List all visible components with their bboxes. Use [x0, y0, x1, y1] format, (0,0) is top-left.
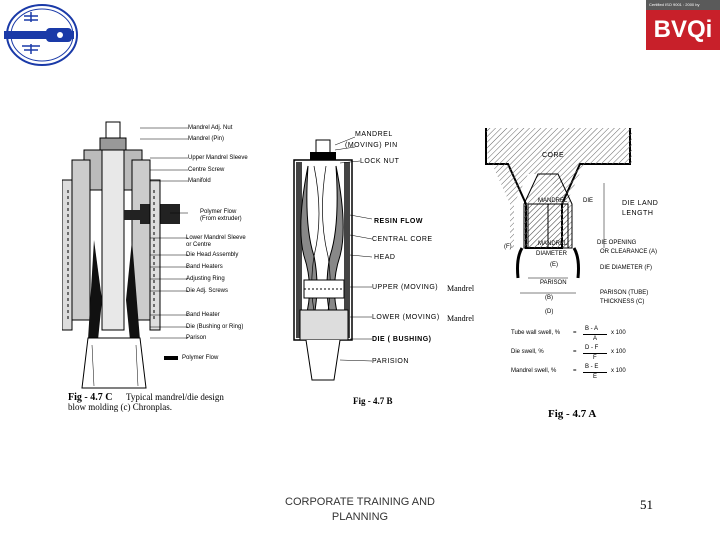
formula-numerator: B - E [585, 364, 599, 370]
fig-a-label: DIE OPENING [597, 240, 637, 246]
formula-name: Die swell, % [511, 349, 544, 355]
swell-formula: Tube wall swell, % = B - A A x 100 [511, 326, 631, 344]
fig-a-label: DIE DIAMETER (F) [600, 265, 652, 271]
fig-b-label: UPPER (MOVING) [372, 284, 439, 291]
formula-equals: = [573, 368, 577, 374]
fig-c-caption-number: Fig - 4.7 C [68, 392, 113, 403]
fig-a-label: THICKNESS (C) [600, 299, 645, 305]
fig-c-label: Mandrel (Pin) [188, 136, 225, 142]
fig-a-label: CORE [542, 152, 565, 159]
fig-c-label: Mandrel Adj. Nut [188, 125, 233, 131]
fig-c-label: Band Heaters [186, 264, 223, 270]
formula-numerator: D - F [585, 345, 599, 351]
footer-text: CORPORATE TRAINING AND PLANNING [260, 495, 460, 525]
fig-c-label: Polymer Flow [182, 355, 219, 361]
bvqi-cert-text: Certified ISO 9001 : 2000 by [649, 2, 700, 7]
formula-multiplier: x 100 [611, 368, 626, 374]
fig-b-label: Mandrel [447, 284, 475, 293]
fig-b-label: CENTRAL CORE [372, 236, 433, 243]
bvqi-cert-strip: Certified ISO 9001 : 2000 by [646, 0, 720, 10]
fig-a-label: MANDREL [538, 198, 568, 204]
fig-c-label: Centre Screw [188, 167, 225, 173]
fig-a-label: DIE LAND [622, 200, 659, 207]
fig-b-label: HEAD [374, 254, 396, 261]
formula-name: Mandrel swell, % [511, 368, 557, 374]
institute-logo [0, 2, 80, 68]
formula-multiplier: x 100 [611, 349, 626, 355]
bvqi-logo: Certified ISO 9001 : 2000 by BVQi [646, 0, 720, 52]
fig-c-label: Die Adj. Screws [186, 288, 229, 294]
fig-c-label: Die Head Assembly [186, 252, 239, 258]
fig-b-label: RESIN FLOW [374, 218, 423, 225]
fig-c-label: Adjusting Ring [186, 276, 225, 282]
fig-b-label: MANDREL [355, 131, 393, 138]
fig-a-label: LENGTH [622, 210, 654, 217]
fig-c-label: or Centre [186, 242, 212, 248]
fig-b-drawing [286, 130, 356, 390]
fig-a-label: DIAMETER [536, 251, 568, 257]
fig-a-label: OR CLEARANCE (A) [600, 249, 658, 255]
formula-denominator: E [593, 374, 598, 380]
fig-b-caption: Fig - 4.7 B [353, 396, 393, 406]
bvqi-brand-text: BVQi [653, 16, 713, 43]
fig-a-label: (F) [504, 244, 512, 250]
formula-fraction-bar [583, 353, 607, 354]
fig-a-label: PARISON [540, 280, 567, 286]
formula-equals: = [573, 349, 577, 355]
bvqi-brand-box: BVQi [646, 10, 720, 50]
formula-denominator: F [593, 355, 597, 361]
fig-a-label: (B) [545, 295, 553, 301]
footer-line-1: CORPORATE TRAINING AND [285, 496, 435, 508]
fig-c-caption-sub: blow molding (c) Chronplas. [68, 402, 172, 412]
formula-fraction-bar [583, 334, 607, 335]
formula-multiplier: x 100 [611, 330, 626, 336]
fig-a-label: (E) [550, 262, 558, 268]
swell-formula: Die swell, % = D - F F x 100 [511, 345, 631, 363]
swell-formula: Mandrel swell, % = B - E E x 100 [511, 364, 631, 382]
fig-a-caption: Fig - 4.7 A [548, 408, 597, 420]
fig-c-label: Upper Mandrel Sleeve [188, 155, 248, 161]
fig-a-label: (D) [545, 309, 554, 315]
fig-b-label: DIE ( BUSHING) [372, 336, 432, 343]
fig-c-label: Manifold [188, 178, 211, 184]
fig-c-label: Polymer Flow [200, 209, 237, 215]
footer-line-2: PLANNING [331, 511, 389, 523]
fig-c-label: Parison [186, 335, 207, 341]
fig-b-label: LOCK NUT [360, 158, 400, 165]
fig-a-label: PARISON (TUBE) [600, 290, 649, 296]
fig-c-label: Lower Mandrel Sleeve [186, 235, 246, 241]
fig-b-leaders [334, 136, 373, 362]
polymer-flow-legend-swatch [164, 356, 178, 360]
fig-c-drawing [61, 120, 182, 390]
fig-c-leaders [140, 127, 188, 339]
formula-denominator: A [593, 336, 598, 342]
formula-numerator: B - A [585, 326, 599, 332]
fig-a-label: MANDREL [538, 241, 568, 247]
fig-b-label: LOWER (MOVING) [372, 314, 440, 321]
fig-b-label: Mandrel [447, 314, 475, 323]
page-number: 51 [640, 497, 653, 512]
fig-c-label: (From extruder) [200, 216, 242, 222]
fig-b-label: (MOVING) PIN [345, 142, 398, 149]
fig-b-label: PARISION [372, 358, 409, 365]
fig-a-label: DIE [583, 198, 594, 204]
fig-c-caption-title: Typical mandrel/die design [126, 392, 224, 402]
fig-c-label: Band Heater [186, 312, 220, 318]
formula-name: Tube wall swell, % [511, 330, 561, 336]
fig-c-label: Die (Bushing or Ring) [186, 324, 244, 330]
formula-fraction-bar [583, 372, 607, 373]
formula-equals: = [573, 330, 577, 336]
fig-a-drawing [484, 128, 634, 298]
